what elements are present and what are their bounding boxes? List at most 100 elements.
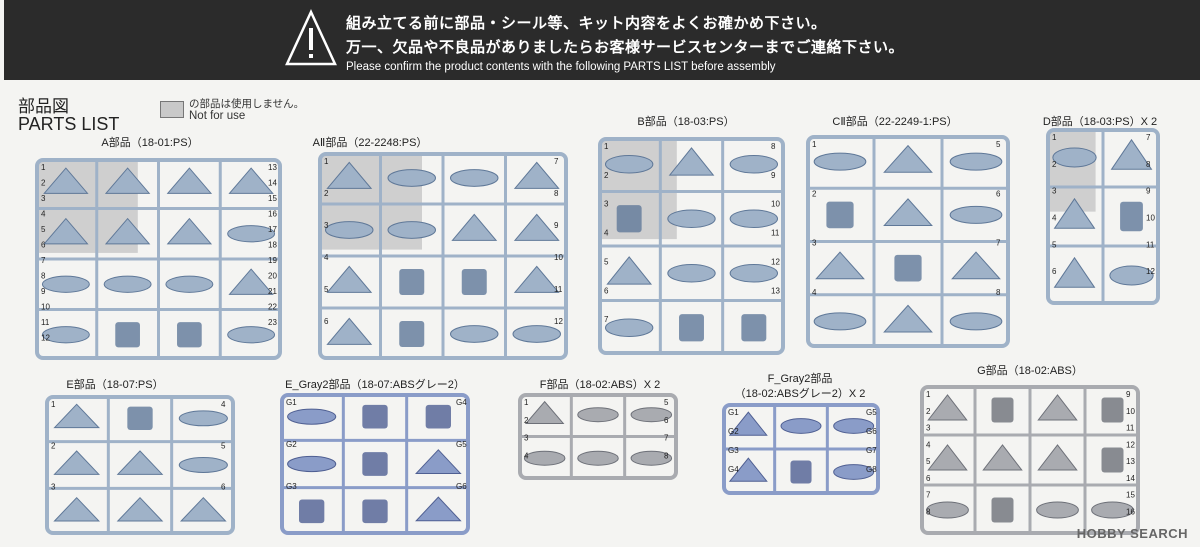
part-number: 1: [51, 400, 56, 409]
part: [326, 265, 373, 293]
part: [180, 496, 227, 522]
part: [41, 326, 90, 344]
part-number: 1: [604, 142, 609, 151]
part-number: 9: [1146, 187, 1151, 196]
part-number: 8: [554, 189, 559, 198]
part: [630, 407, 673, 423]
part-number: 4: [604, 229, 609, 238]
part-number: 7: [604, 315, 609, 324]
part-number: 3: [324, 221, 329, 230]
part-number: 12: [1146, 267, 1155, 276]
runner-label: CⅡ部品（22-2249-1:PS）: [832, 116, 958, 128]
part: [949, 312, 1003, 331]
part-number: 5: [604, 257, 609, 266]
part: [883, 144, 933, 173]
part: [577, 407, 619, 423]
part-number: 7: [41, 256, 46, 265]
part-number: 19: [268, 256, 277, 265]
part-number: G7: [866, 446, 877, 455]
runner-label: （18-02:ABSグレー2）X 2: [734, 388, 866, 400]
part: [178, 457, 228, 473]
part-number: 2: [324, 189, 329, 198]
part-number: 4: [926, 440, 931, 449]
part: [1053, 256, 1096, 288]
part: [362, 404, 388, 429]
part-number: G5: [456, 440, 467, 449]
part: [178, 410, 228, 427]
part: [103, 275, 152, 293]
part-number: 10: [1126, 407, 1135, 416]
part: [790, 460, 812, 484]
part: [415, 496, 462, 522]
part-number: 1: [41, 163, 46, 172]
part-number: G6: [866, 427, 877, 436]
part-number: 3: [604, 200, 609, 209]
part: [883, 198, 933, 227]
part: [513, 265, 560, 293]
part: [387, 221, 436, 239]
part: [1053, 197, 1096, 229]
part-number: 5: [1052, 240, 1057, 249]
part-number: 10: [41, 303, 50, 312]
part-number: 2: [1052, 160, 1057, 169]
part: [813, 152, 867, 171]
part-number: 7: [664, 434, 669, 443]
part: [991, 397, 1014, 423]
runner-label: F部品（18-02:ABS）X 2: [539, 379, 661, 391]
part: [127, 406, 153, 430]
part: [287, 455, 337, 473]
part-number: 3: [51, 483, 56, 492]
part-number: 5: [221, 441, 226, 450]
part: [679, 314, 704, 342]
part-number: 11: [1126, 424, 1135, 433]
part: [115, 322, 140, 348]
part: [524, 400, 565, 424]
part: [415, 449, 462, 474]
part-number: 2: [812, 189, 817, 198]
title-en: PARTS LIST: [18, 114, 120, 134]
part: [41, 275, 90, 293]
part: [982, 444, 1023, 471]
part-number: 6: [664, 416, 669, 425]
part-number: 5: [41, 225, 46, 234]
part: [43, 167, 89, 194]
part: [1036, 501, 1079, 519]
part-number: G3: [728, 446, 739, 455]
part-number: 16: [268, 210, 277, 219]
part: [1052, 147, 1097, 168]
part: [53, 496, 100, 522]
part: [362, 499, 388, 524]
part-number: 5: [926, 457, 931, 466]
part: [927, 444, 968, 471]
part: [728, 457, 768, 482]
part-number: G1: [728, 408, 739, 417]
part: [894, 254, 922, 282]
part-number: G3: [286, 482, 297, 491]
part: [883, 304, 933, 333]
part-number: 9: [554, 221, 559, 230]
part-number: 3: [524, 434, 529, 443]
part-number: 2: [926, 407, 931, 416]
part: [991, 497, 1014, 523]
part-number: 10: [554, 253, 563, 262]
part: [450, 169, 499, 187]
part-number: 11: [771, 229, 780, 238]
part-number: 2: [524, 416, 529, 425]
part-number: 7: [996, 239, 1001, 248]
runner-label: AⅡ部品（22-2248:PS）: [312, 137, 428, 149]
part-number: 9: [1126, 390, 1131, 399]
part: [951, 251, 1001, 280]
part-number: 22: [268, 303, 277, 312]
part-number: 4: [812, 288, 817, 297]
part: [616, 205, 642, 233]
part: [325, 221, 374, 239]
part: [604, 155, 654, 174]
part: [729, 209, 779, 228]
part-number: 10: [1146, 214, 1155, 223]
part-number: 3: [812, 239, 817, 248]
warning-text-jp-1: 組み立てる前に部品・シール等、キット内容をよくお確かめ下さい。: [346, 14, 827, 32]
part: [833, 464, 875, 480]
